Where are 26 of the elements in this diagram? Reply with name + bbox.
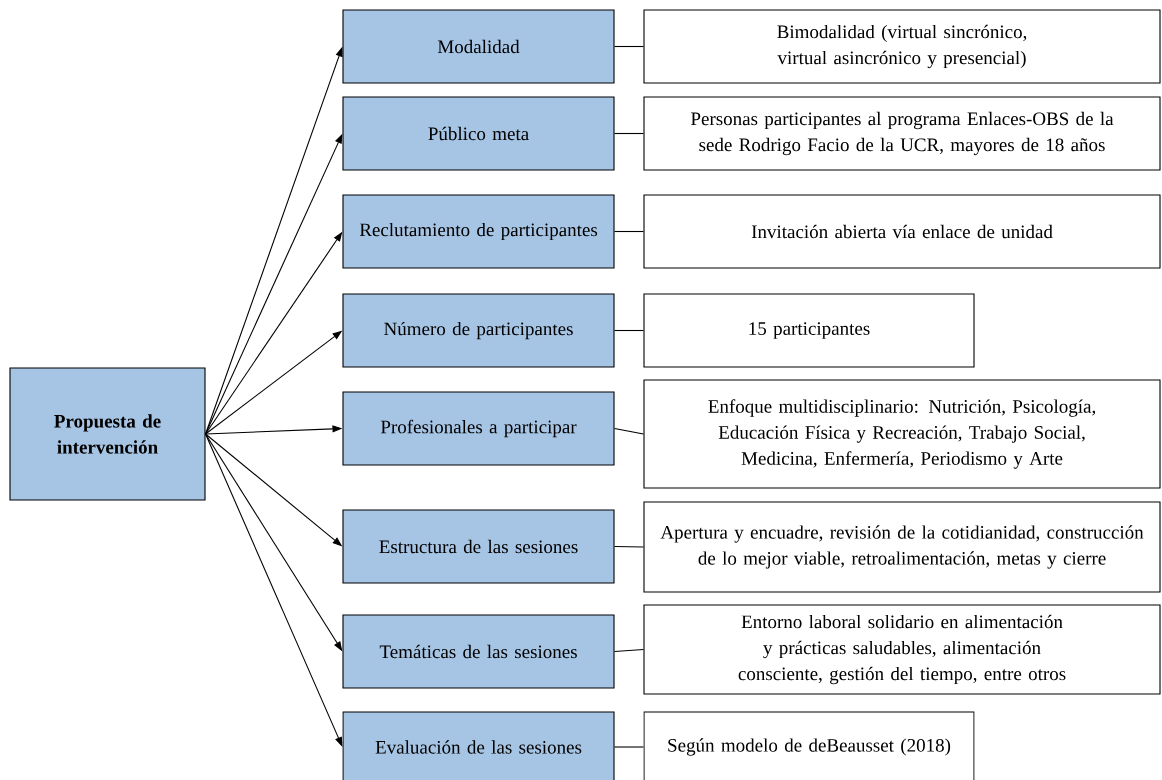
connector-line	[614, 45, 644, 48]
connector-line	[614, 427, 644, 435]
description-box: Apertura y encuadre, revisión de la cotidianidad, construcción de lo mejor viable, retroalimentación, metas y cierre	[643, 501, 1161, 593]
connector-line	[614, 648, 644, 653]
connector-line	[614, 545, 644, 548]
category-box: Temáticas de las sesiones	[342, 614, 615, 689]
description-box: Invitación abierta vía enlace de unidad	[643, 194, 1161, 269]
connector-line	[614, 132, 644, 135]
category-box: Número de participantes	[342, 293, 615, 368]
category-box: Evaluación de las sesiones	[342, 711, 615, 780]
description-box: Personas participantes al programa Enlaces-OBS de la sede Rodrigo Facio de la UCR, mayores de 18 años	[643, 96, 1161, 171]
description-box: 15 participantes	[643, 293, 975, 368]
description-box: Entorno laboral solidario en alimentación y prácticas saludables, alimentación consciente, gestión del tiempo, entre otros	[643, 604, 1161, 695]
arrow	[205, 433, 343, 747]
description-box: Según modelo de deBeausset (2018)	[643, 711, 975, 780]
connector-line	[614, 329, 644, 332]
category-box: Reclutamiento de participantes	[342, 194, 615, 269]
root-box: Propuesta de intervención	[9, 367, 206, 501]
category-box: Profesionales a participar	[342, 391, 615, 466]
category-box: Modalidad	[342, 9, 615, 84]
connector-line	[614, 230, 644, 233]
category-box: Público meta	[342, 96, 615, 171]
description-box: Bimodalidad (virtual sincrónico, virtual asincrónico y presencial)	[643, 9, 1161, 84]
connector-line	[614, 746, 644, 748]
category-box: Estructura de las sesiones	[342, 509, 615, 584]
description-box: Enfoque multidisciplinario: Nutrición, Psicología, Educación Física y Recreación, Trabajo Social, Medicina, Enfermería, Periodismo y Arte	[643, 379, 1161, 489]
